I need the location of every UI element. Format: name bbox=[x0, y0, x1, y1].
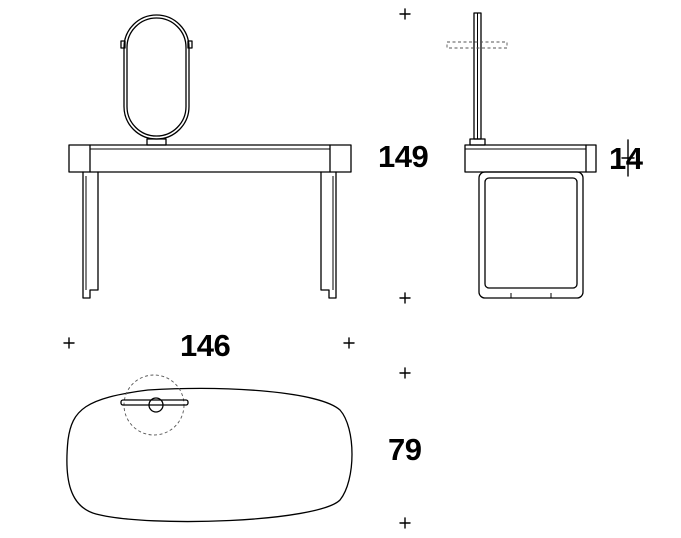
height-dimension-label: 149 bbox=[378, 139, 428, 174]
registration-marks bbox=[63, 8, 635, 529]
plan-depth-dimension-label: 79 bbox=[388, 432, 422, 467]
side-mirror bbox=[446, 12, 508, 146]
width-dimension-label: 146 bbox=[180, 328, 230, 363]
side-elevation bbox=[446, 12, 597, 299]
front-elevation bbox=[68, 14, 352, 299]
side-desk-top bbox=[464, 144, 597, 173]
front-desk-top bbox=[68, 144, 352, 173]
plan-mirror-bar bbox=[120, 399, 189, 406]
front-legs bbox=[82, 171, 337, 299]
plan-top-outline bbox=[66, 387, 353, 523]
depth-dimension-label: 14 bbox=[609, 141, 644, 176]
side-leg-frame bbox=[478, 171, 584, 299]
plan-view bbox=[66, 374, 353, 523]
front-mirror bbox=[120, 14, 193, 146]
